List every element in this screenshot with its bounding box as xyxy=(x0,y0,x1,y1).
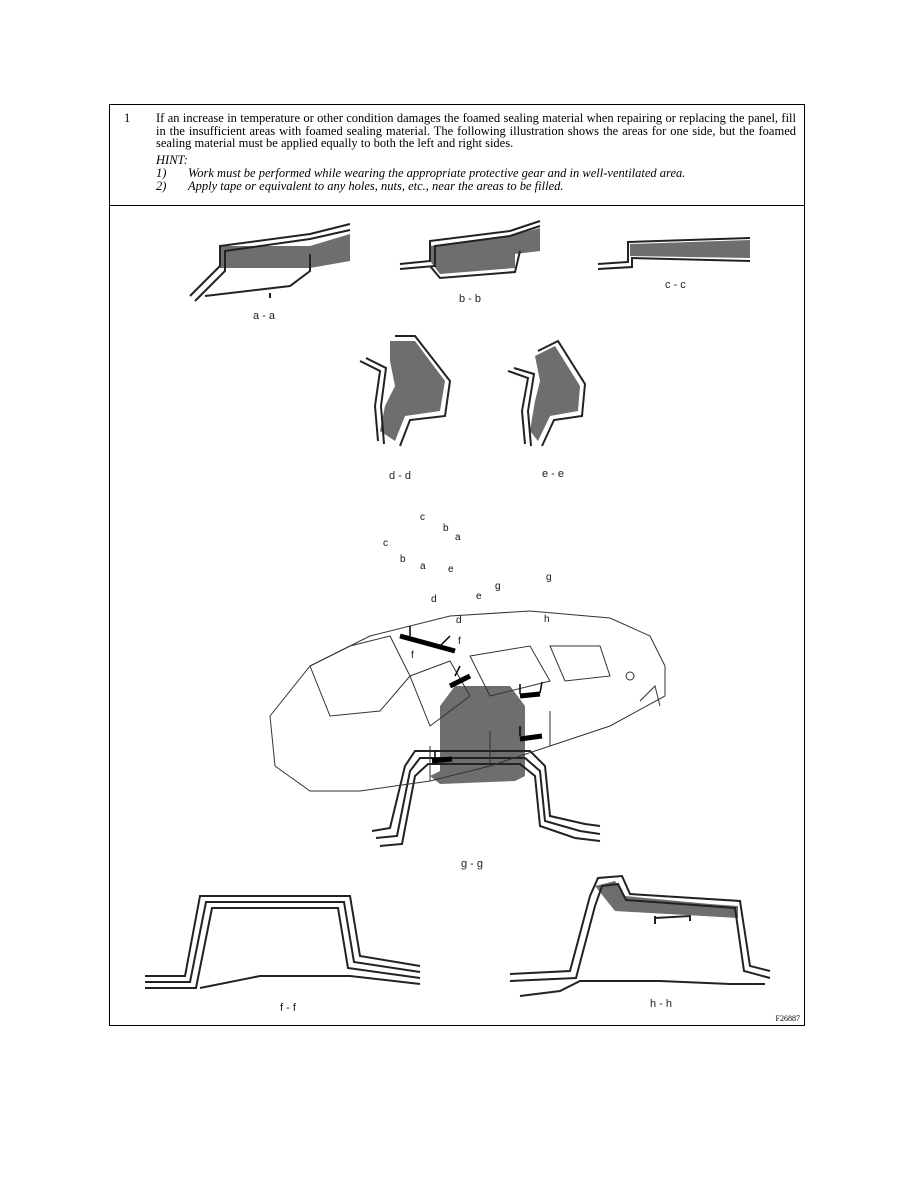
section-label-f-f: f - f xyxy=(280,1002,297,1014)
section-h-h-diagram xyxy=(509,874,771,997)
hint-number: 1) xyxy=(156,166,167,180)
section-label-h-h: h - h xyxy=(650,998,672,1010)
section-b-b-diagram xyxy=(399,220,541,280)
hint-text: Work must be performed while wearing the… xyxy=(188,166,686,180)
step-number: 1 xyxy=(124,111,131,125)
hint-number: 2) xyxy=(156,179,167,193)
section-g-g-diagram xyxy=(371,686,601,847)
foam-sealing-illustration: a - a b - b c - c d - d e - e g - g f - … xyxy=(145,220,771,1014)
callout-h: h xyxy=(544,614,550,625)
section-d-d-diagram xyxy=(359,335,452,447)
vehicle-body-diagram xyxy=(269,610,666,792)
section-label-b-b: b - b xyxy=(459,293,481,305)
callout-b: b xyxy=(400,554,406,565)
section-c-c-diagram xyxy=(597,237,751,270)
procedure-table: 1 If an increase in temperature or other… xyxy=(109,104,805,1026)
callout-f: f xyxy=(458,636,461,647)
hint-label: HINT: xyxy=(156,153,188,167)
callout-g: g xyxy=(495,581,501,592)
callout-e: e xyxy=(476,591,482,602)
callout-c: c xyxy=(420,512,425,523)
section-label-c-c: c - c xyxy=(665,279,686,291)
hint-item: 1) Work must be performed while wearing t… xyxy=(156,167,685,180)
callout-g: g xyxy=(546,572,552,583)
callout-b: b xyxy=(443,523,449,534)
callout-a: a xyxy=(420,561,426,572)
section-a-a-diagram xyxy=(189,223,351,302)
section-e-e-diagram xyxy=(507,339,587,447)
section-f-f-diagram xyxy=(145,895,421,989)
step-text: If an increase in temperature or other c… xyxy=(156,111,796,150)
hint-item: 2) Apply tape or equivalent to any holes,… xyxy=(156,180,564,193)
callout-c: c xyxy=(383,538,388,549)
callout-a: a xyxy=(455,532,461,543)
callout-e: e xyxy=(448,564,454,575)
section-label-d-d: d - d xyxy=(389,470,411,482)
hint-text: Apply tape or equivalent to any holes, n… xyxy=(188,179,564,193)
illustration-cell: a - a b - b c - c d - d e - e g - g f - … xyxy=(110,206,804,1025)
section-label-g-g: g - g xyxy=(461,858,483,870)
instruction-cell: 1 If an increase in temperature or other… xyxy=(110,105,804,206)
section-label-a-a: a - a xyxy=(253,310,276,322)
callout-f: f xyxy=(411,650,414,661)
figure-id: F26887 xyxy=(775,1014,800,1023)
section-label-e-e: e - e xyxy=(542,468,564,480)
callout-d: d xyxy=(456,615,462,626)
callout-d: d xyxy=(431,594,437,605)
